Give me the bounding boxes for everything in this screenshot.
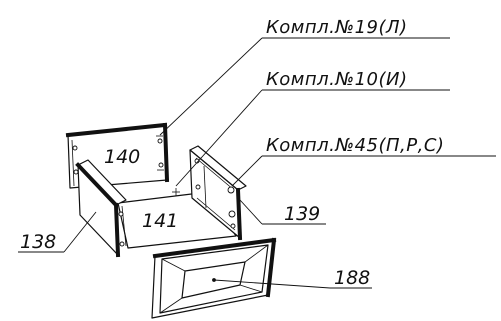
- part-number-141: 141: [142, 210, 178, 232]
- kit-19-label: Компл.№19(Л): [266, 17, 408, 38]
- side-panel-fittings: [194, 158, 236, 229]
- side-panel-138: [75, 159, 127, 258]
- side-panel-139: [189, 145, 247, 241]
- kit-10-label: Компл.№10(И): [266, 69, 408, 90]
- back-panel-fittings: [72, 135, 164, 175]
- front-facade-188: [151, 237, 277, 319]
- part-number-138: 138: [20, 231, 56, 253]
- part-number-188: 188: [334, 267, 370, 289]
- kit-45-label: Компл.№45(П,Р,С): [266, 135, 444, 156]
- part-number-140: 140: [104, 146, 140, 168]
- leader-lines: [18, 37, 496, 289]
- part-number-139: 139: [284, 203, 320, 225]
